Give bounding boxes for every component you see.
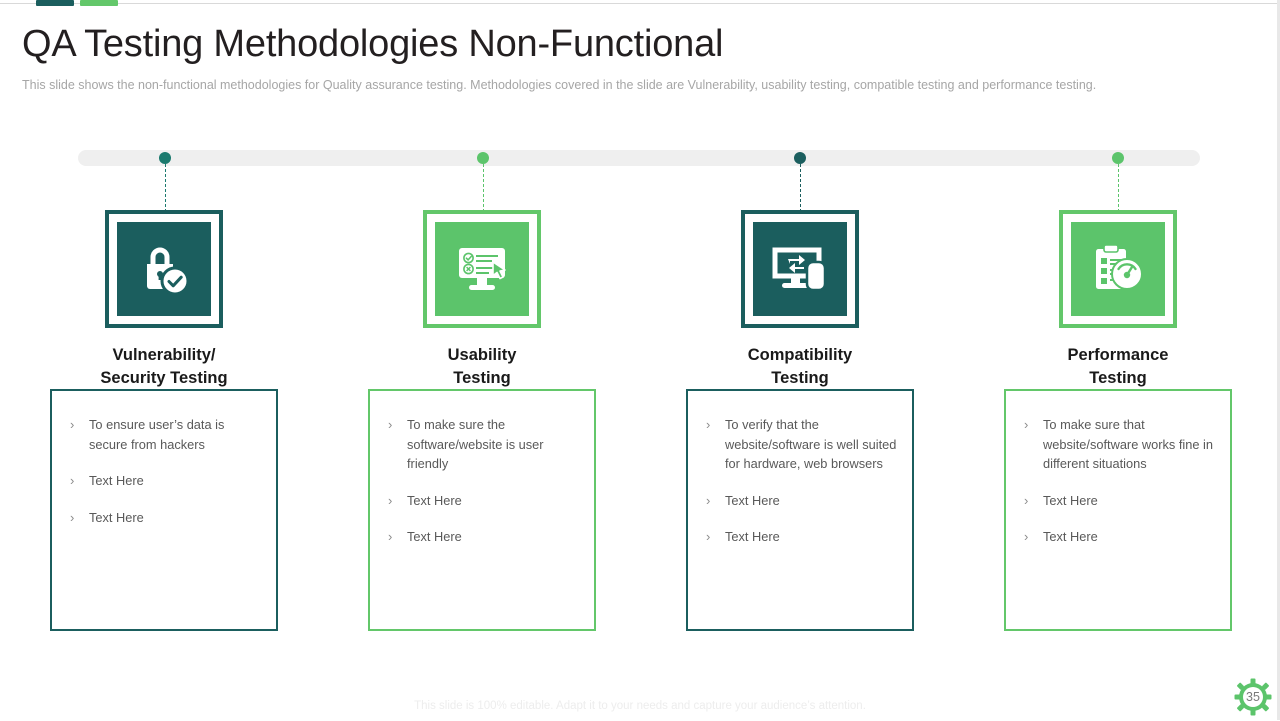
accent-bar-dark bbox=[36, 0, 74, 6]
column-usability-testing: Usability Testing bbox=[323, 210, 641, 390]
list-item: › Text Here bbox=[384, 527, 580, 547]
list-item-text: Text Here bbox=[1043, 529, 1098, 544]
list-item: › Text Here bbox=[702, 527, 898, 547]
accent-bar-green bbox=[80, 0, 118, 6]
chevron-right-icon: › bbox=[706, 492, 711, 508]
list-item-text: Text Here bbox=[725, 492, 780, 508]
chevron-right-icon: › bbox=[1024, 529, 1029, 544]
page-title: QA Testing Methodologies Non-Functional bbox=[22, 23, 724, 65]
column-heading-2-line1: Usability bbox=[447, 346, 517, 364]
column-heading-2-line2: Testing bbox=[453, 369, 511, 387]
list-item: › To make sure the software/website is us… bbox=[384, 415, 580, 474]
icon-frame-4 bbox=[1059, 210, 1177, 328]
chevron-right-icon: › bbox=[388, 417, 393, 432]
timeline-stem-3 bbox=[800, 164, 801, 212]
chevron-right-icon: › bbox=[706, 417, 711, 432]
list-item-text: Text Here bbox=[407, 529, 462, 544]
chevron-right-icon: › bbox=[70, 417, 75, 432]
list-item: › Text Here bbox=[384, 491, 580, 511]
timeline-node-3 bbox=[794, 152, 806, 164]
list-item-text: To make sure the software/website is use… bbox=[407, 417, 544, 471]
column-heading-1: Vulnerability/ Security Testing bbox=[5, 344, 323, 390]
list-item: › To verify that the website/software is … bbox=[702, 415, 898, 474]
column-heading-1-line1: Vulnerability/ bbox=[112, 346, 216, 364]
column-heading-4-line2: Testing bbox=[1089, 369, 1147, 387]
column-heading-4: Performance Testing bbox=[959, 344, 1277, 390]
chevron-right-icon: › bbox=[388, 529, 393, 544]
text-box-4: › To make sure that website/software work… bbox=[1004, 389, 1232, 631]
clipboard-gauge-icon bbox=[1071, 222, 1165, 316]
page-subtitle: This slide shows the non-functional meth… bbox=[22, 78, 1097, 92]
column-heading-2: Usability Testing bbox=[323, 344, 641, 390]
footer-note: This slide is 100% editable. Adapt it to… bbox=[414, 700, 866, 712]
icon-frame-3 bbox=[741, 210, 859, 328]
list-item-text: Text Here bbox=[1043, 492, 1098, 508]
column-vulnerability-security-testing: Vulnerability/ Security Testing bbox=[5, 210, 323, 390]
gear-icon bbox=[1234, 678, 1272, 716]
monitor-checklist-cursor-icon bbox=[435, 222, 529, 316]
chevron-right-icon: › bbox=[388, 492, 393, 508]
list-item: › To ensure user’s data is secure from ha… bbox=[66, 415, 262, 454]
top-divider bbox=[0, 3, 1280, 4]
list-item: › Text Here bbox=[1020, 491, 1216, 511]
chevron-right-icon: › bbox=[706, 529, 711, 544]
chevron-right-icon: › bbox=[70, 509, 75, 525]
bullet-list-4: › To make sure that website/software work… bbox=[1020, 415, 1216, 547]
list-item: › Text Here bbox=[702, 491, 898, 511]
chevron-right-icon: › bbox=[70, 473, 75, 488]
page-number: 35 bbox=[1246, 690, 1260, 704]
list-item-text: Text Here bbox=[89, 473, 144, 488]
list-item: › Text Here bbox=[66, 508, 262, 528]
list-item-text: Text Here bbox=[725, 529, 780, 544]
chevron-right-icon: › bbox=[1024, 417, 1029, 432]
list-item: › Text Here bbox=[66, 471, 262, 491]
list-item-text: To ensure user’s data is secure from hac… bbox=[89, 417, 225, 452]
list-item-text: Text Here bbox=[89, 509, 144, 525]
monitor-mobile-sync-icon bbox=[753, 222, 847, 316]
lock-check-icon bbox=[117, 222, 211, 316]
right-edge-strip bbox=[1277, 0, 1280, 720]
list-item: › Text Here bbox=[1020, 527, 1216, 547]
page-number-badge: 35 bbox=[1234, 678, 1272, 716]
list-item: › To make sure that website/software work… bbox=[1020, 415, 1216, 474]
icon-frame-2 bbox=[423, 210, 541, 328]
column-performance-testing: Performance Testing bbox=[959, 210, 1277, 390]
column-heading-4-line1: Performance bbox=[1067, 346, 1169, 364]
list-item-text: To make sure that website/software works… bbox=[1043, 417, 1213, 471]
text-box-2: › To make sure the software/website is us… bbox=[368, 389, 596, 631]
column-heading-1-line2: Security Testing bbox=[100, 369, 228, 387]
timeline-stem-4 bbox=[1118, 164, 1119, 212]
bullet-list-3: › To verify that the website/software is … bbox=[702, 415, 898, 547]
column-heading-3-line1: Compatibility bbox=[747, 346, 853, 364]
bullet-list-2: › To make sure the software/website is us… bbox=[384, 415, 580, 547]
list-item-text: Text Here bbox=[407, 492, 462, 508]
chevron-right-icon: › bbox=[1024, 492, 1029, 508]
column-heading-3: Compatibility Testing bbox=[641, 344, 959, 390]
icon-frame-1 bbox=[105, 210, 223, 328]
timeline-node-1 bbox=[159, 152, 171, 164]
column-heading-3-line2: Testing bbox=[771, 369, 829, 387]
bullet-list-1: › To ensure user’s data is secure from ha… bbox=[66, 415, 262, 527]
timeline-node-2 bbox=[477, 152, 489, 164]
text-box-3: › To verify that the website/software is … bbox=[686, 389, 914, 631]
column-compatibility-testing: Compatibility Testing bbox=[641, 210, 959, 390]
timeline-node-4 bbox=[1112, 152, 1124, 164]
timeline-stem-2 bbox=[483, 164, 484, 212]
timeline-stem-1 bbox=[165, 164, 166, 212]
list-item-text: To verify that the website/software is w… bbox=[725, 417, 897, 471]
text-box-1: › To ensure user’s data is secure from ha… bbox=[50, 389, 278, 631]
timeline-bar bbox=[78, 150, 1200, 166]
